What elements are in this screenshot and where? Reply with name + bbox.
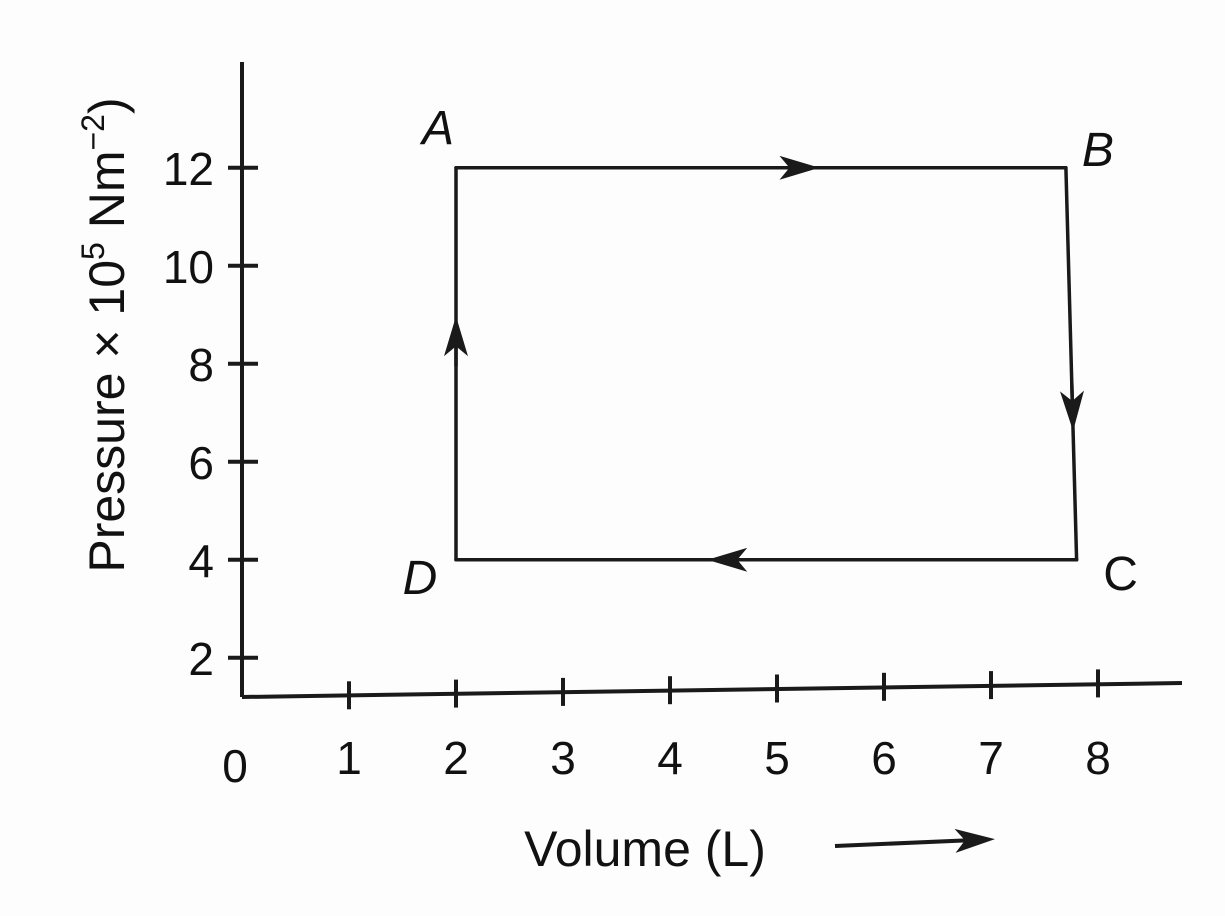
y-axis-ticks: 2 4 6 8 10 12 [163, 143, 258, 685]
x-tick-label-7: 7 [978, 732, 1004, 784]
x-tick-label-5: 5 [764, 732, 790, 784]
y-axis-title-exponent: 5 [75, 242, 111, 260]
origin-label: 0 [222, 740, 248, 792]
x-tick-label-2: 2 [443, 732, 469, 784]
y-axis-title-close: ) [79, 97, 135, 114]
y-axis-title-unit-exponent: −2 [75, 114, 111, 150]
x-axis-ticks: 1 2 3 4 5 6 7 8 [336, 669, 1111, 784]
y-tick-label-6: 6 [188, 437, 214, 489]
y-tick-label-2: 2 [188, 633, 214, 685]
point-label-A: A [419, 102, 454, 155]
y-tick-label-12: 12 [163, 143, 214, 195]
point-label-D: D [403, 552, 438, 605]
direction-arrow-icon-BC [1059, 380, 1084, 431]
y-axis-title: Pressure × 105 Nm−2) [75, 97, 135, 572]
point-label-B: B [1082, 124, 1114, 177]
y-tick-label-4: 4 [188, 535, 214, 587]
cycle-segment-BC [1064, 166, 1079, 562]
x-tick-label-6: 6 [871, 732, 897, 784]
point-label-C: C [1103, 548, 1138, 601]
x-axis-title: Volume (L) [524, 821, 766, 877]
x-tick-label-4: 4 [657, 732, 683, 784]
y-axis-title-unit: Nm [79, 151, 135, 243]
x-tick-label-1: 1 [336, 732, 362, 784]
y-axis-title-main: Pressure × 10 [79, 260, 135, 573]
thermodynamic-cycle [444, 155, 1084, 572]
x-axis-line [241, 681, 1183, 699]
y-tick-label-8: 8 [188, 339, 214, 391]
y-tick-label-10: 10 [163, 241, 214, 293]
x-axis-arrow-icon [834, 828, 995, 853]
point-labels: A B C D [403, 102, 1138, 605]
x-tick-label-3: 3 [550, 732, 576, 784]
x-tick-label-8: 8 [1085, 732, 1111, 784]
